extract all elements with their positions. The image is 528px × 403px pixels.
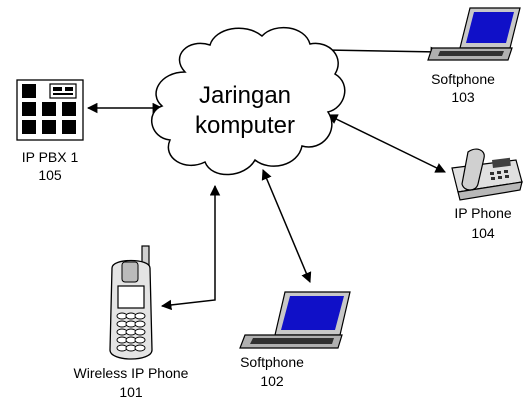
softphone-102-id-label: 102 [260, 373, 284, 389]
phone-screen [117, 285, 145, 309]
ip-pbx-device: IP PBX 1 105 [16, 79, 84, 183]
softphone-102-name-label: Softphone [240, 354, 304, 370]
link-cloud-softphone102 [261, 169, 312, 283]
laptop-screen [281, 296, 344, 330]
wireless-101-id-label: 101 [119, 384, 143, 400]
laptop-screen [466, 12, 514, 43]
phone-earpiece [121, 261, 139, 283]
wireless-ip-phone-101: Wireless IP Phone 101 [74, 245, 189, 400]
pbx-id-label: 105 [38, 167, 62, 183]
wireless-101-name-label: Wireless IP Phone [74, 365, 189, 381]
link-cloud-ipphone104 [327, 114, 446, 173]
ip-phone-104: IP Phone 104 [451, 148, 523, 241]
link-cloud-wireless101 [160, 184, 221, 311]
cloud-label-line2: komputer [195, 112, 295, 139]
softphone-102-laptop: Softphone 102 [239, 291, 351, 389]
pbx-name-label: IP PBX 1 [22, 149, 79, 165]
softphone-103-name-label: Softphone [431, 71, 495, 87]
cloud-shape [151, 26, 346, 176]
softphone-103-id-label: 103 [451, 89, 475, 105]
phone-display [492, 157, 511, 168]
softphone-103-laptop: Softphone 103 [427, 7, 521, 105]
ipphone-104-id-label: 104 [471, 225, 495, 241]
network-cloud: Jaringan komputer [151, 26, 346, 176]
phone-keypad [490, 170, 509, 180]
ipphone-104-name-label: IP Phone [454, 205, 512, 221]
phone-handset [461, 148, 485, 191]
cloud-label-line1: Jaringan [199, 82, 291, 109]
pbx-card-slots [22, 84, 76, 134]
phone-base [457, 181, 523, 201]
phone-keypad [116, 312, 146, 352]
